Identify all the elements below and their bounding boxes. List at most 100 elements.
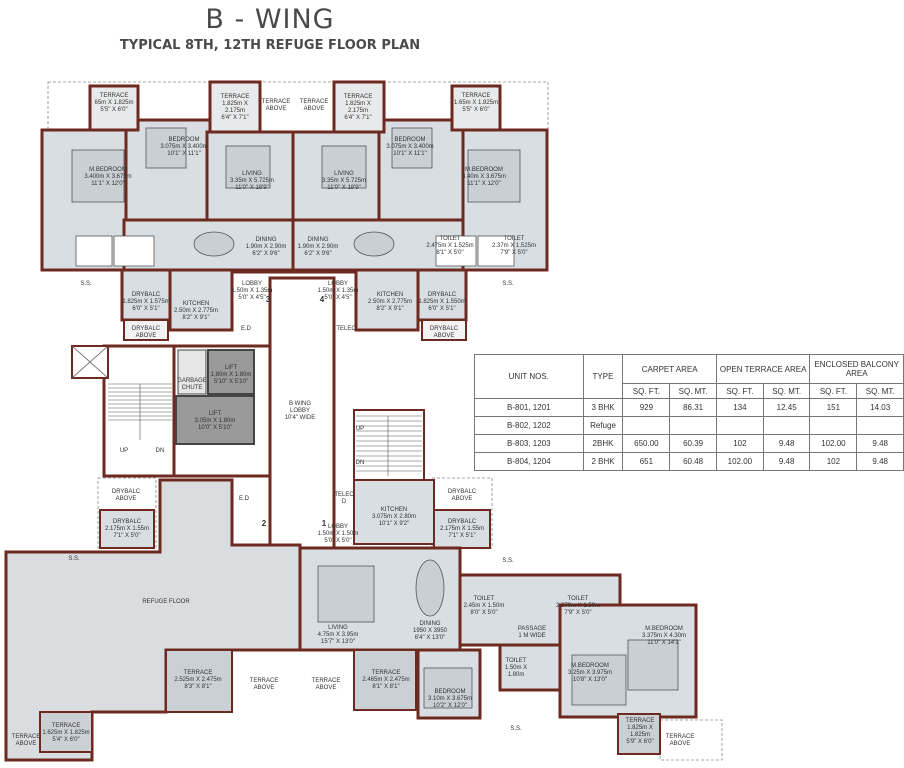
header-unit: UNIT NOS. bbox=[474, 354, 584, 399]
telec-label-top: TELEC bbox=[336, 326, 356, 332]
cell-carpet-sqft: 651 bbox=[622, 452, 671, 471]
cell-unit: B-802, 1202 bbox=[474, 416, 584, 435]
number-2: 2 bbox=[262, 519, 267, 528]
ss-label-bottom: S.S. bbox=[510, 726, 522, 732]
ed-label-top: E.D bbox=[241, 326, 252, 332]
cell-type: 2BHK bbox=[582, 434, 624, 453]
cell-open-sqmt: 12.45 bbox=[762, 398, 811, 417]
number-3: 3 bbox=[266, 295, 271, 304]
number-4: 4 bbox=[320, 295, 325, 304]
cell-open-sqft: 102.00 bbox=[715, 452, 764, 471]
table-row: B-801, 1201 3 BHK 929 86.31 134 12.45 15… bbox=[474, 398, 904, 417]
table-row: B-804, 1204 2 BHK 651 60.48 102.00 9.48 … bbox=[474, 452, 904, 471]
header-type: TYPE bbox=[582, 354, 624, 399]
cell-open-sqmt: 9.48 bbox=[762, 452, 811, 471]
cell-carpet-sqmt: 86.31 bbox=[669, 398, 717, 417]
header-sqft: SQ. FT. bbox=[809, 383, 858, 399]
cell-type: Refuge bbox=[582, 416, 624, 435]
dn-label-left: DN bbox=[156, 448, 165, 454]
cell-enclosed-sqmt: 9.48 bbox=[856, 452, 904, 471]
cell-type: 2 BHK bbox=[582, 452, 624, 471]
cell-carpet-sqft bbox=[622, 416, 671, 435]
ss-label-tl: S.S. bbox=[80, 281, 92, 287]
cell-carpet-sqmt: 60.48 bbox=[669, 452, 717, 471]
header-sqft: SQ. FT. bbox=[622, 383, 671, 399]
refuge-floor-label: REFUGE FLOOR bbox=[142, 599, 190, 605]
ss-label-bl: S.S. bbox=[68, 556, 80, 562]
cell-enclosed-sqft: 102.00 bbox=[809, 434, 858, 453]
cell-carpet-sqmt bbox=[669, 416, 717, 435]
cell-carpet-sqmt: 60.39 bbox=[669, 434, 717, 453]
header-enclosed-balcony: ENCLOSED BALCONY AREA bbox=[809, 354, 904, 384]
cell-enclosed-sqmt: 9.48 bbox=[856, 434, 904, 453]
plan-subtitle: TYPICAL 8TH, 12TH REFUGE FLOOR PLAN bbox=[119, 38, 421, 53]
ss-label-br: S.S. bbox=[502, 558, 514, 564]
up-label-right: UP bbox=[356, 426, 364, 432]
cell-carpet-sqft: 929 bbox=[622, 398, 671, 417]
cell-enclosed-sqft: 102 bbox=[809, 452, 858, 471]
cell-type: 3 BHK bbox=[582, 398, 624, 417]
cell-unit: B-801, 1201 bbox=[474, 398, 584, 417]
up-label-left: UP bbox=[120, 448, 128, 454]
header-sqmt: SQ. MT. bbox=[856, 383, 904, 399]
ss-label-tr: S.S. bbox=[502, 281, 514, 287]
header-sqmt: SQ. MT. bbox=[669, 383, 717, 399]
cell-enclosed-sqmt: 14.03 bbox=[856, 398, 904, 417]
header-carpet: CARPET AREA bbox=[622, 354, 717, 384]
number-1: 1 bbox=[322, 519, 327, 528]
plan-title: B - WING bbox=[205, 4, 335, 35]
cell-enclosed-sqft bbox=[809, 416, 858, 435]
table-row: B-803, 1203 2BHK 650.00 60.39 102 9.48 1… bbox=[474, 434, 904, 453]
area-table: UNIT NOS. TYPE CARPET AREA OPEN TERRACE … bbox=[474, 354, 904, 471]
dn-label-right: DN bbox=[356, 460, 365, 466]
cell-unit: B-804, 1204 bbox=[474, 452, 584, 471]
cell-open-sqmt bbox=[762, 416, 811, 435]
